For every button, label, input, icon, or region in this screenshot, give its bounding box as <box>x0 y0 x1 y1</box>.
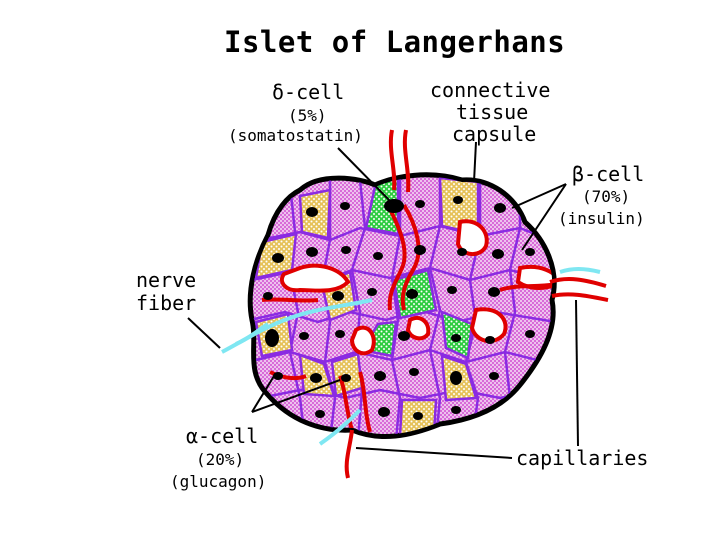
capillaries <box>261 203 555 433</box>
diagram-title: Islet of Langerhans <box>224 25 566 59</box>
alpha-cell-hormone: (glucagon) <box>170 472 267 491</box>
leader-lines <box>187 141 579 459</box>
delta-cell-label: δ-cell <box>272 80 345 104</box>
delta-cell-percent: (5%) <box>288 106 327 125</box>
nerve-fiber-label-line1: nerve <box>136 268 197 292</box>
capsule-label-line1: connective <box>430 78 551 102</box>
islet-capsule-outline <box>248 172 557 439</box>
nerve-fiber <box>221 267 601 446</box>
alpha-cell-label: α-cell <box>186 424 259 448</box>
capillaries-label: capillaries <box>516 446 649 470</box>
capsule-label-line3: capsule <box>452 122 537 146</box>
beta-cell-label: β-cell <box>572 162 645 186</box>
alpha-cell-percent: (20%) <box>196 450 245 469</box>
nerve-fiber-label-line2: fiber <box>136 291 197 315</box>
beta-cell-hormone: (insulin) <box>558 209 645 228</box>
delta-cell-hormone: (somatostatin) <box>228 126 363 145</box>
capsule-label-line2: tissue <box>456 100 529 124</box>
beta-cell-percent: (70%) <box>582 187 631 206</box>
nuclei <box>263 196 535 420</box>
external-capillaries <box>344 129 609 479</box>
